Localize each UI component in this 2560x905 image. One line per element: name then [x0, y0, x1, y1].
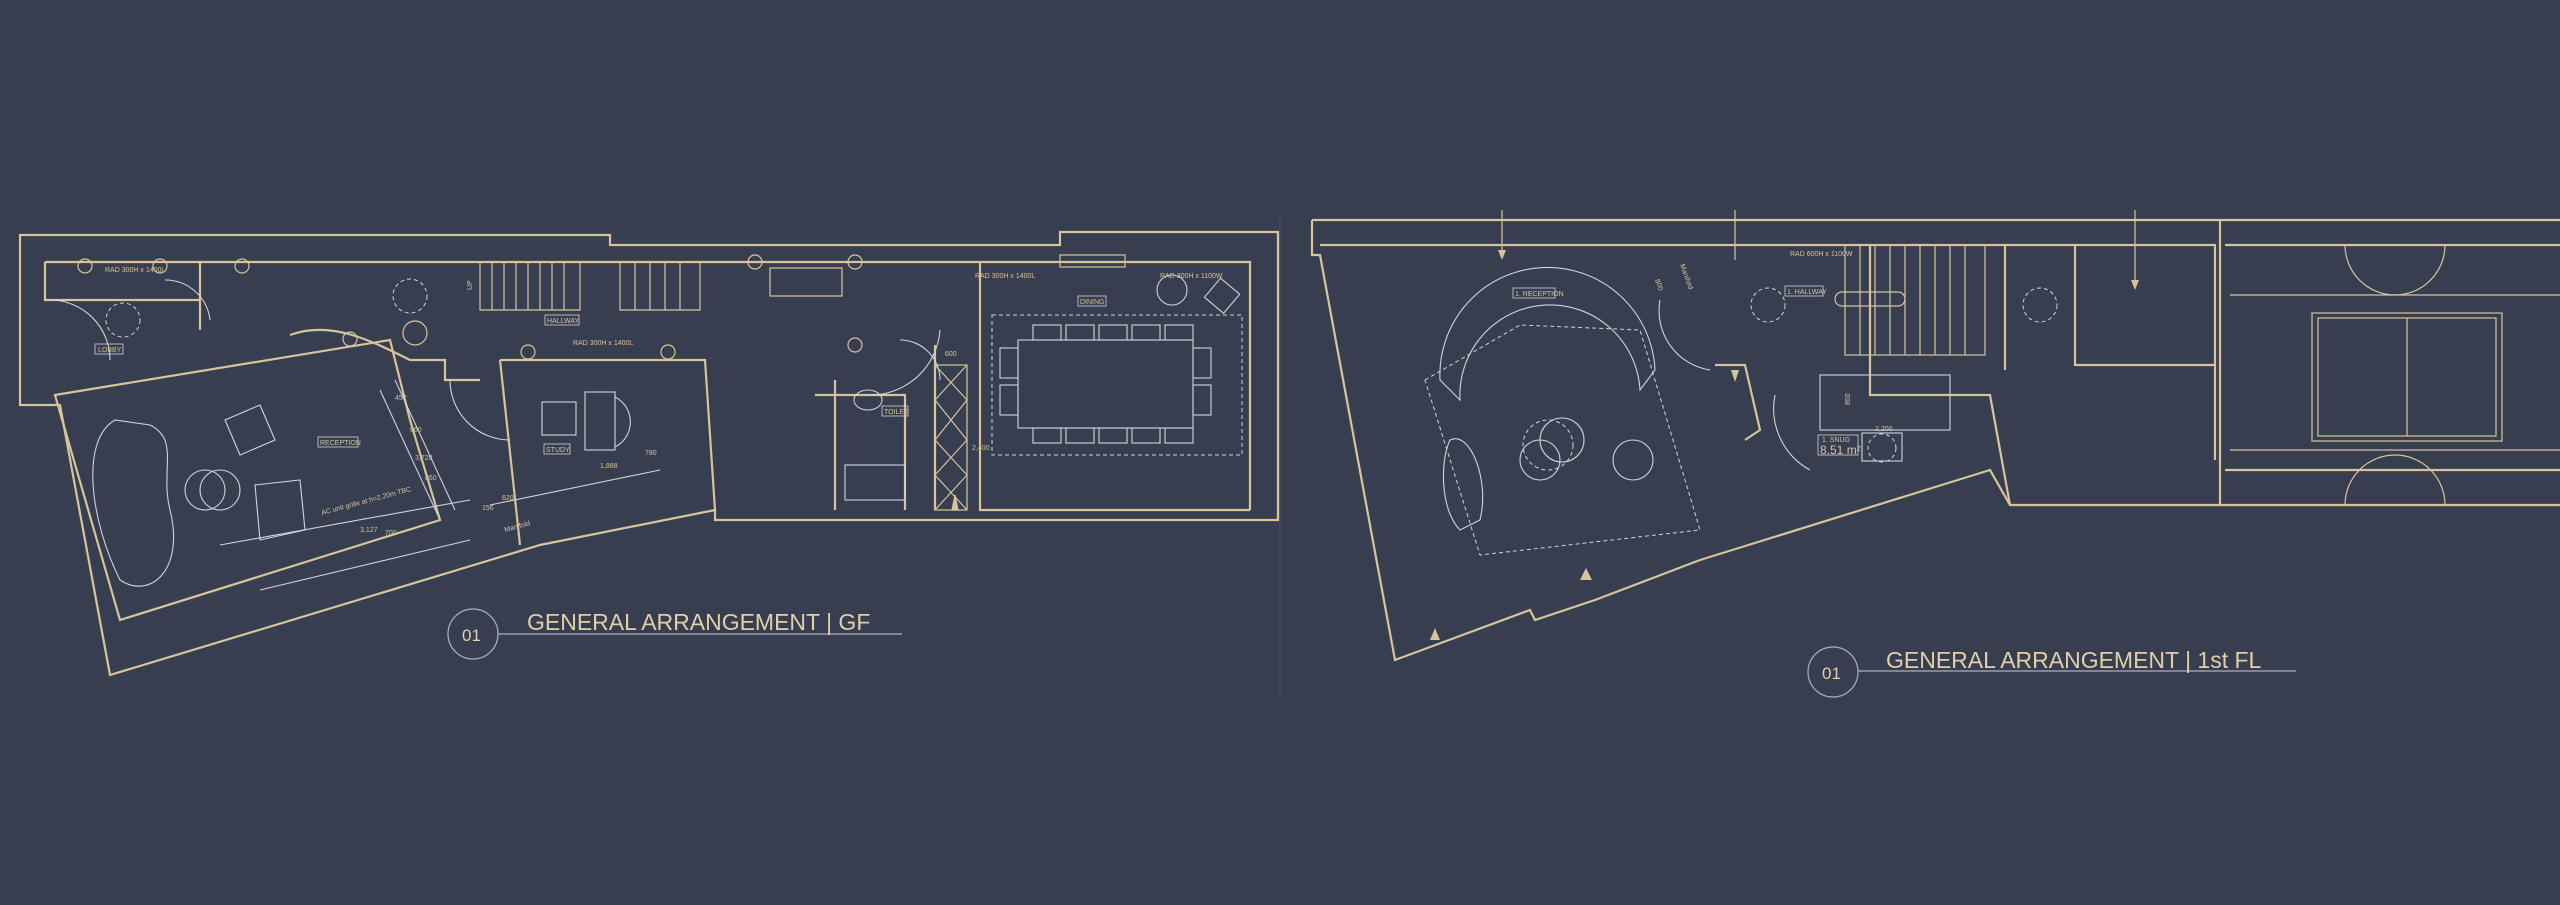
svg-text:457: 457 [395, 395, 407, 402]
note-stair-up: UP [467, 280, 474, 290]
service-shaft [934, 364, 968, 511]
svg-text:800: 800 [1653, 278, 1664, 291]
room-area-snug: 8.51 m² [1820, 443, 1861, 457]
room-label-toilet: TOILET [884, 409, 909, 416]
ff-staircase [1834, 244, 1986, 356]
room-label-dining: DINING [1080, 299, 1105, 306]
reception-furniture [92, 404, 306, 587]
room-label-1-reception: 1. RECEPTION [1515, 291, 1564, 298]
svg-text:860: 860 [425, 475, 437, 482]
room-label-1-hallway: 1. HALLWAY [1787, 289, 1827, 296]
ff-reception-furniture [1439, 266, 1656, 531]
note-radiator: RAD 300H x 1100W [1160, 273, 1223, 280]
ground-floor-plan: LOBBY RECEPTION STUDY HALLWAY TOILET DIN… [18, 230, 1280, 677]
svg-text:2,400: 2,400 [972, 445, 990, 452]
svg-text:3,728: 3,728 [415, 455, 433, 462]
first-floor-plan: 1. RECEPTION 1. HALLWAY 1. SNUG 8.51 m² … [1310, 210, 2560, 698]
drawing-number: 01 [1822, 664, 1841, 683]
room-label-lobby: LOBBY [98, 347, 122, 354]
gf-outer-wall [18, 230, 1280, 677]
ff-dimension-labels: 800 850 2,200 [1653, 278, 1893, 433]
toilet-fixtures [844, 389, 906, 501]
ceiling-lights [77, 254, 863, 360]
ff-bay-window-room [2230, 244, 2560, 506]
note-radiator: RAD 600H x 1100W [1790, 251, 1853, 258]
dimension-labels: 457 860 3,728 860 1,888 780 620 156 3,12… [360, 351, 990, 537]
svg-text:850: 850 [1845, 393, 1852, 405]
gf-staircase [479, 262, 701, 311]
svg-text:600: 600 [945, 351, 957, 358]
drawing-title-gf: 01 GENERAL ARRANGEMENT | GF [447, 608, 902, 660]
svg-text:156: 156 [482, 505, 494, 512]
svg-text:780: 780 [645, 450, 657, 457]
drawing-title-1st-fl: 01 GENERAL ARRANGEMENT | 1st FL [1807, 646, 2296, 698]
study-furniture [541, 391, 631, 451]
drawing-number: 01 [462, 626, 481, 645]
note-radiator: RAD 300H x 1400L [975, 273, 1035, 280]
room-label-1-snug: 1. SNUG [1822, 437, 1850, 444]
drawing-title: GENERAL ARRANGEMENT | 1st FL [1886, 647, 2262, 673]
svg-text:860: 860 [410, 427, 422, 434]
drawing-title: GENERAL ARRANGEMENT | GF [527, 609, 870, 635]
svg-text:3,127: 3,127 [360, 527, 378, 534]
room-label-hallway: HALLWAY [547, 318, 579, 325]
svg-text:620: 620 [502, 495, 514, 502]
ff-outer-wall [1310, 218, 2560, 662]
room-label-reception: RECEPTION [320, 440, 361, 447]
dining-furniture [769, 254, 1243, 456]
note-radiator: RAD 300H x 1400L [573, 340, 633, 347]
room-label-study: STUDY [546, 447, 570, 454]
svg-text:1,888: 1,888 [600, 463, 618, 470]
svg-text:700: 700 [385, 530, 397, 537]
gf-inner-wall [43, 260, 442, 622]
note-manifold: Manifold [1678, 263, 1694, 290]
note-ac-grille: AC unit grille at h=2.20m TBC [321, 486, 412, 517]
note-radiator: RAD 300H x 1400L [105, 267, 165, 274]
svg-text:2,200: 2,200 [1875, 426, 1893, 433]
ff-snug-furniture [1819, 374, 1951, 463]
